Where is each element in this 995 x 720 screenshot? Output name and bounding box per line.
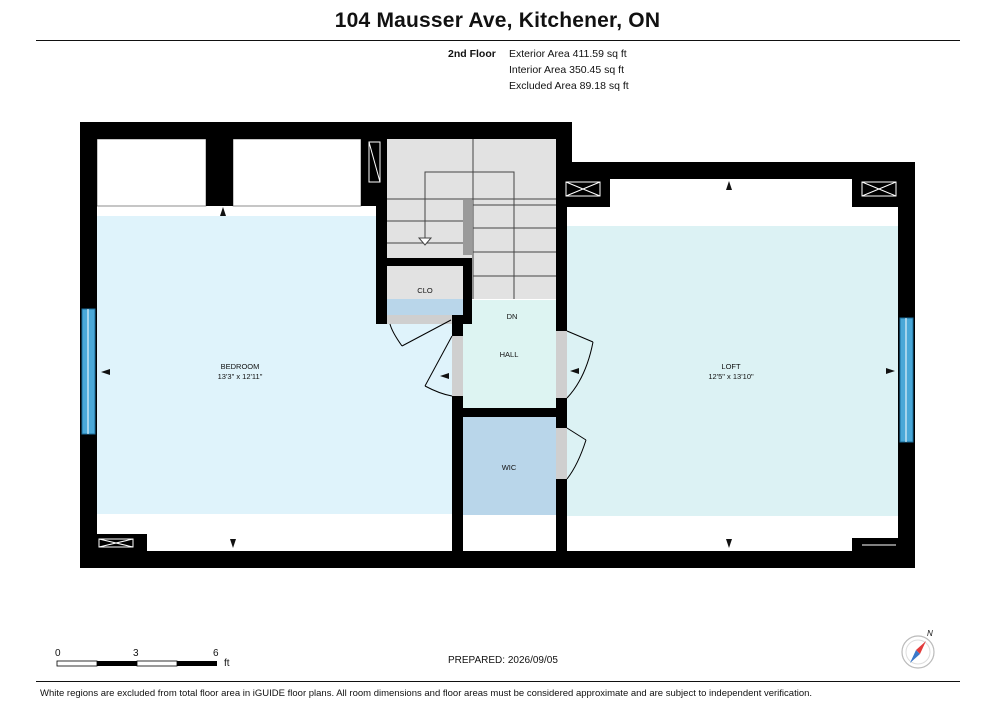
wic-label: WIC: [502, 463, 517, 472]
floor-name: 2nd Floor: [448, 48, 496, 60]
compass-icon: N: [901, 629, 935, 669]
loft-label: LOFT: [721, 362, 741, 371]
hall-label: HALL: [500, 350, 519, 359]
stair-rail: [463, 200, 472, 255]
door-swings: [389, 319, 594, 480]
scale-label-6: 6: [213, 648, 219, 659]
loft-fill: [565, 226, 898, 516]
loft-dims: 12'5" x 13'10": [708, 372, 754, 381]
exterior-area: Exterior Area 411.59 sq ft: [509, 48, 627, 60]
wic-fill: [462, 417, 556, 515]
bedroom-excluded-right: [232, 138, 362, 207]
walls: [80, 122, 915, 568]
scale-bar: 0 3 6 ft: [55, 648, 230, 669]
bedroom-label: BEDROOM: [221, 362, 260, 371]
stair-treads: [387, 139, 556, 299]
excluded-area: Excluded Area 89.18 sq ft: [509, 80, 629, 92]
vent-boxes: [98, 141, 897, 548]
room-labels: BEDROOM 13'3" x 12'11" LOFT 12'5" x 13'1…: [218, 286, 754, 472]
scale-label-0: 0: [55, 648, 61, 659]
dimension-arrows: [101, 181, 895, 548]
footer-note: White regions are excluded from total fl…: [40, 688, 813, 699]
compass-north-label: N: [927, 629, 933, 638]
page-title: 104 Mausser Ave, Kitchener, ON: [334, 9, 661, 32]
bedroom-dims: 13'3" x 12'11": [218, 372, 263, 381]
scale-label-3: 3: [133, 648, 139, 659]
closet-label: CLO: [417, 286, 433, 295]
hall-fill: [462, 300, 556, 408]
prepared-date: PREPARED: 2026/09/05: [448, 655, 558, 666]
stairs-down-label: DN: [507, 312, 518, 321]
interior-area: Interior Area 350.45 sq ft: [509, 64, 624, 76]
bedroom-excluded-left: [96, 138, 207, 207]
scale-unit: ft: [224, 658, 230, 669]
door-jambs: [387, 315, 567, 479]
footer-rule: [36, 681, 960, 682]
header-rule: [36, 40, 960, 41]
